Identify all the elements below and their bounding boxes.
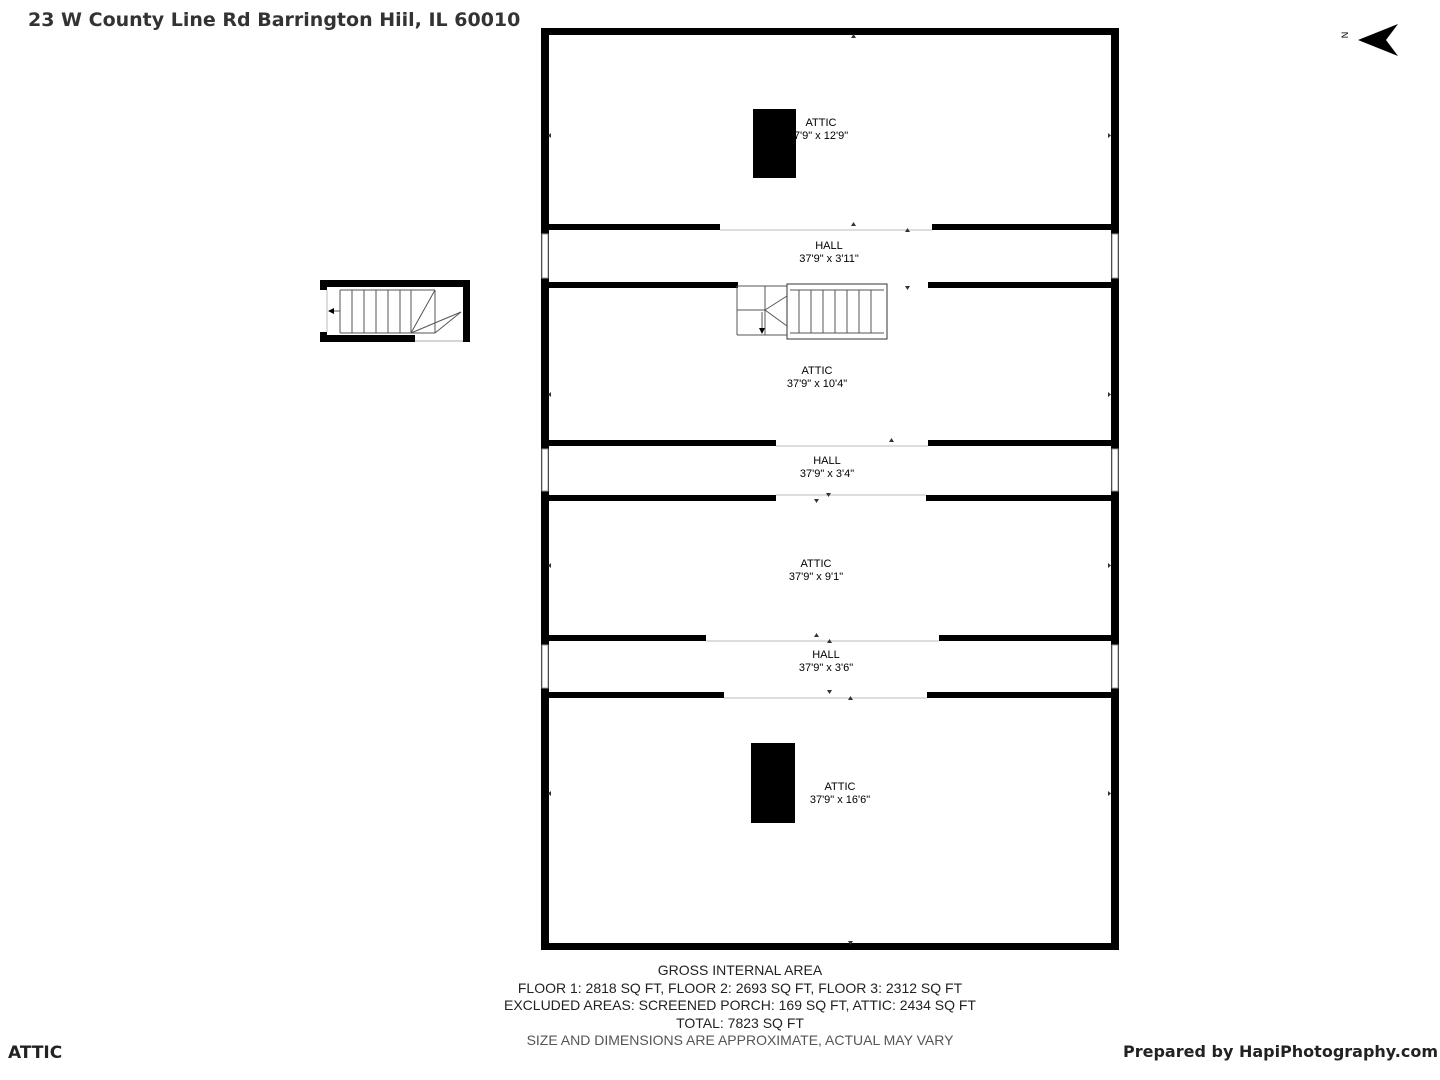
room-label-attic-1: ATTIC 7'9" x 12'9" bbox=[790, 117, 852, 143]
room-dims: 37'9" x 3'11" bbox=[799, 253, 859, 265]
partition-1a bbox=[549, 224, 720, 230]
room-dims: 37'9" x 3'6" bbox=[798, 662, 854, 674]
window-right-1 bbox=[1111, 233, 1119, 279]
window-left-1 bbox=[541, 233, 549, 279]
side-staircase bbox=[320, 280, 470, 342]
partition-1b bbox=[932, 224, 1111, 230]
room-name: HALL bbox=[812, 649, 840, 661]
stair-arrow-icon bbox=[759, 328, 765, 334]
room-name: ATTIC bbox=[805, 117, 837, 129]
summary-total: TOTAL: 7823 SQ FT bbox=[676, 1014, 804, 1031]
room-label-attic-4: ATTIC 37'9" x 16'6" bbox=[800, 781, 880, 807]
partition-2a bbox=[549, 282, 738, 288]
side-stair-arrow-icon bbox=[328, 308, 334, 314]
central-staircase bbox=[736, 283, 888, 340]
room-name: ATTIC bbox=[801, 365, 833, 377]
room-dims: 37'9" x 9'1" bbox=[788, 571, 844, 583]
partition-6b bbox=[927, 692, 1111, 698]
partition-3a bbox=[549, 440, 776, 446]
chimney-top bbox=[753, 109, 796, 178]
partition-4b bbox=[926, 495, 1111, 501]
partition-3b bbox=[928, 440, 1111, 446]
room-label-attic-3: ATTIC 37'9" x 9'1" bbox=[776, 558, 856, 584]
room-dims: 37'9" x 10'4" bbox=[786, 378, 848, 390]
property-address: 23 W County Line Rd Barrington Hiil, IL … bbox=[28, 9, 521, 31]
room-name: HALL bbox=[813, 455, 841, 467]
north-arrow-icon bbox=[1358, 24, 1398, 56]
partition-4a bbox=[549, 495, 776, 501]
window-right-3 bbox=[1111, 644, 1119, 689]
room-name: HALL bbox=[815, 240, 843, 252]
wall-bottom bbox=[541, 943, 1119, 950]
room-label-attic-2: ATTIC 37'9" x 10'4" bbox=[777, 365, 857, 391]
window-left-3 bbox=[541, 644, 549, 689]
window-right-2 bbox=[1111, 448, 1119, 492]
partition-6a bbox=[549, 692, 724, 698]
area-summary: GROSS INTERNAL AREA FLOOR 1: 2818 SQ FT,… bbox=[470, 962, 1010, 1050]
summary-excluded: EXCLUDED AREAS: SCREENED PORCH: 169 SQ F… bbox=[504, 997, 976, 1013]
room-dims: 37'9" x 16'6" bbox=[809, 794, 871, 806]
floor-name: ATTIC bbox=[8, 1043, 63, 1063]
chimney-bottom bbox=[751, 743, 795, 823]
room-label-hall-3: HALL 37'9" x 3'6" bbox=[786, 649, 866, 675]
room-name: ATTIC bbox=[824, 781, 856, 793]
wall-top bbox=[541, 28, 1119, 35]
room-label-hall-2: HALL 37'9" x 3'4" bbox=[787, 455, 867, 481]
partition-2b bbox=[928, 282, 1111, 288]
partition-5b bbox=[939, 635, 1111, 641]
room-dims: 7'9" x 12'9" bbox=[793, 130, 849, 142]
room-name: ATTIC bbox=[800, 558, 832, 570]
summary-disclaimer: SIZE AND DIMENSIONS ARE APPROXIMATE, ACT… bbox=[526, 1032, 954, 1048]
summary-heading: GROSS INTERNAL AREA bbox=[657, 962, 823, 978]
summary-floors: FLOOR 1: 2818 SQ FT, FLOOR 2: 2693 SQ FT… bbox=[517, 979, 963, 996]
prepared-by: Prepared by HapiPhotography.com bbox=[1123, 1042, 1438, 1061]
window-left-2 bbox=[541, 448, 549, 492]
partition-5a bbox=[549, 635, 706, 641]
room-dims: 37'9" x 3'4" bbox=[799, 468, 855, 480]
room-label-hall-1: HALL 37'9" x 3'11" bbox=[789, 240, 869, 266]
